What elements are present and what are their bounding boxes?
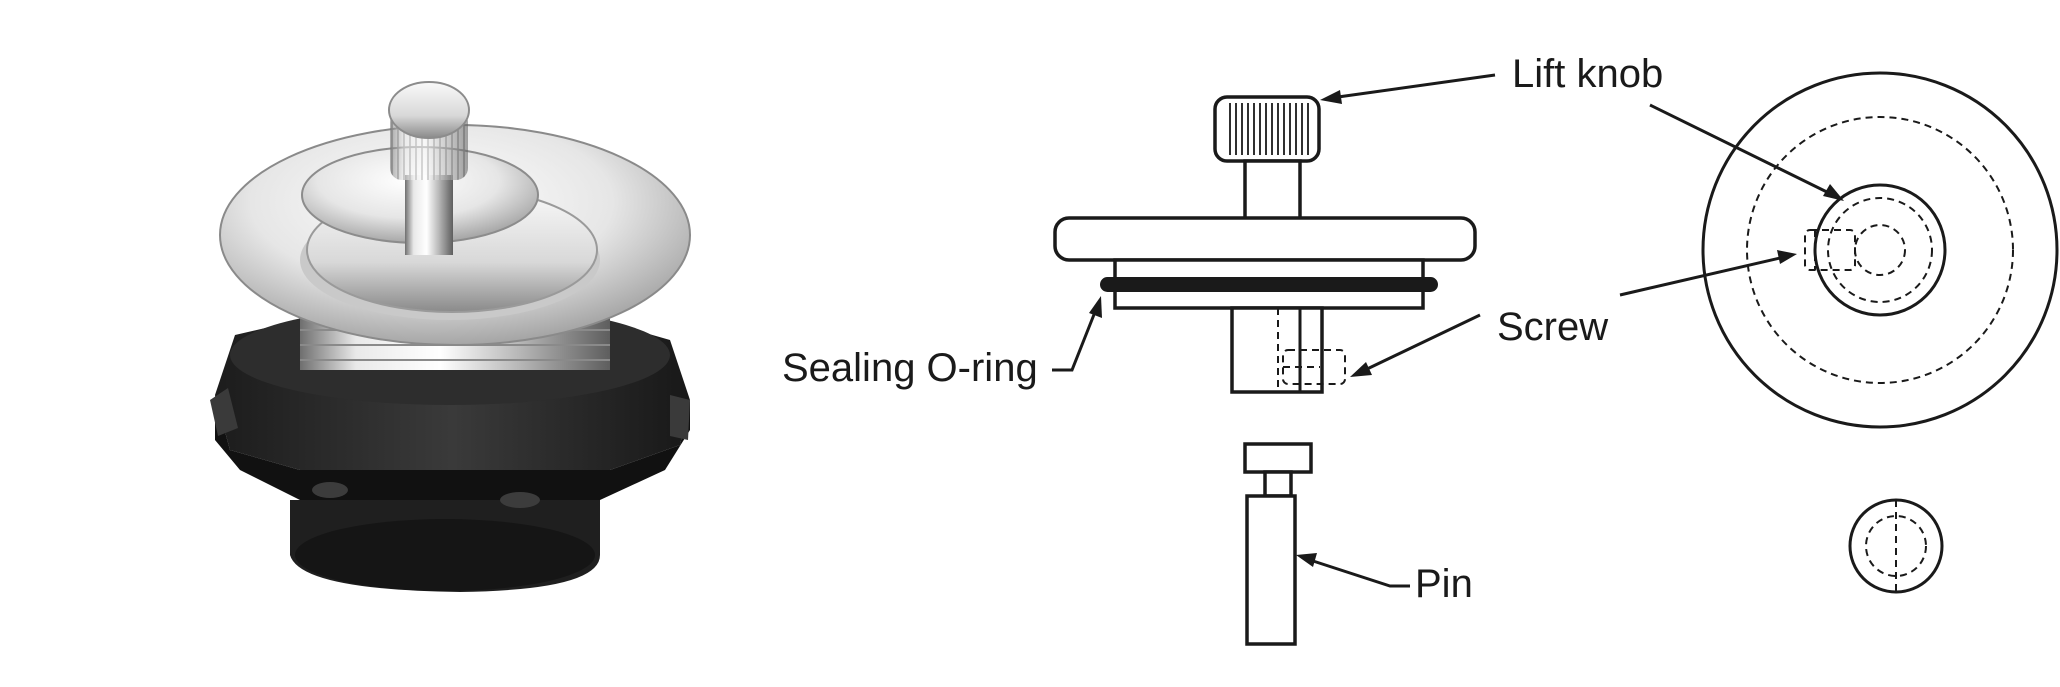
screw-label: Screw bbox=[1497, 305, 1608, 349]
o-ring-shape bbox=[1100, 277, 1438, 292]
sealing-oring-label: Sealing O-ring bbox=[782, 346, 1038, 390]
pin-callout: Pin bbox=[1296, 553, 1473, 606]
top-view-outer-circle bbox=[1701, 71, 2059, 429]
stopper-cap-shape bbox=[1053, 216, 1477, 262]
side-view-drawing bbox=[1053, 95, 1477, 646]
drain-stopper-photo bbox=[210, 81, 691, 592]
top-view-knob-circle bbox=[1813, 183, 1947, 317]
lift-knob-label: Lift knob bbox=[1512, 52, 1663, 96]
screw-callout: Screw bbox=[1350, 250, 1797, 377]
lift-knob-callout: Lift knob bbox=[1320, 52, 1844, 201]
pin-head-shape bbox=[1243, 442, 1313, 474]
pin-shaft-shape bbox=[1245, 494, 1297, 646]
sealing-oring-callout: Sealing O-ring bbox=[782, 296, 1102, 390]
pin-label: Pin bbox=[1415, 562, 1473, 606]
top-view-drawing bbox=[1701, 71, 2059, 594]
knob-knurling bbox=[1229, 103, 1309, 155]
